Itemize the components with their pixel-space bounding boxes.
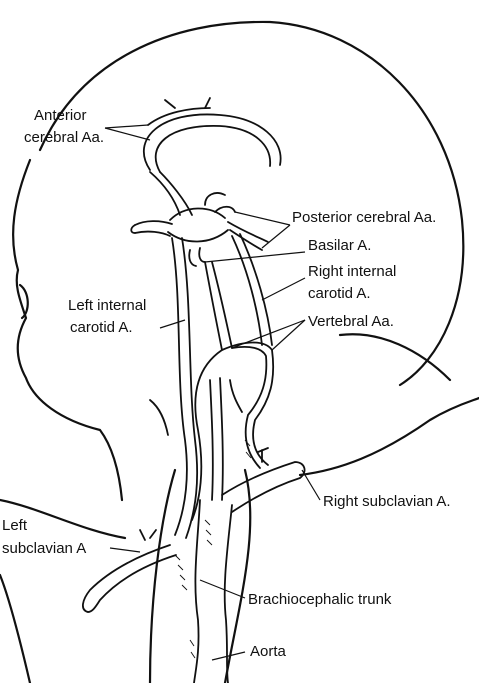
common-carotids <box>149 377 243 501</box>
label-left-subclavian-line2: subclavian A <box>2 540 86 557</box>
anterior-cerebral-arteries <box>143 97 282 216</box>
left-subclavian-artery <box>82 529 177 613</box>
label-left-subclavian-line1: Left <box>2 517 28 534</box>
label-right-internal-carotid-line2: carotid A. <box>308 285 371 302</box>
leader-lines <box>104 124 321 661</box>
label-anterior-cerebral-line1: Anterior <box>34 107 87 124</box>
label-basilar: Basilar A. <box>308 237 371 254</box>
label-vertebral: Vertebral Aa. <box>308 313 394 330</box>
label-right-subclavian: Right subclavian A. <box>323 493 451 510</box>
label-brachiocephalic: Brachiocephalic trunk <box>248 591 392 608</box>
left-internal-carotid <box>171 237 199 539</box>
right-internal-carotid <box>231 233 273 346</box>
label-aorta: Aorta <box>250 643 287 660</box>
label-right-internal-carotid-line1: Right internal <box>308 263 396 280</box>
right-subclavian-artery <box>221 447 306 513</box>
labels: Anterior cerebral Aa. Posterior cerebral… <box>2 107 451 660</box>
vertebral-arteries <box>191 261 275 521</box>
head-outline <box>0 20 479 683</box>
label-left-internal-carotid-line2: carotid A. <box>70 319 133 336</box>
circle-of-willis <box>130 192 269 267</box>
label-left-internal-carotid-line1: Left internal <box>68 297 146 314</box>
label-posterior-cerebral: Posterior cerebral Aa. <box>292 209 436 226</box>
label-anterior-cerebral-line2: cerebral Aa. <box>24 129 104 146</box>
brachiocephalic-and-aorta <box>193 499 233 683</box>
shading-hatches <box>174 439 252 659</box>
chest-shading <box>148 468 252 683</box>
